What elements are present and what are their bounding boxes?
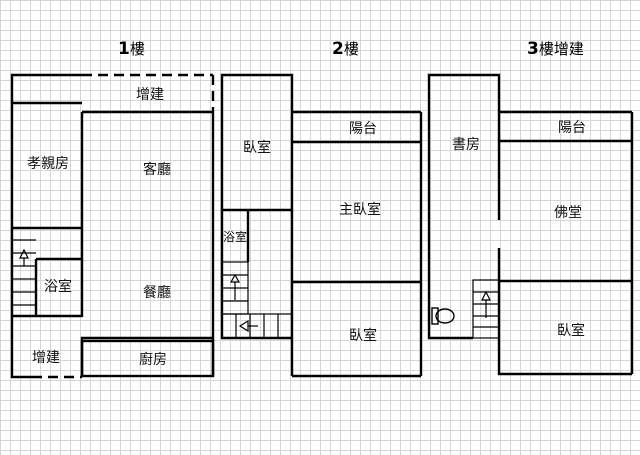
- floor-3-title: 3樓增建: [527, 39, 584, 59]
- room-label-balcony-3f: 陽台: [558, 120, 586, 136]
- floor-1-walls: [10, 73, 215, 379]
- room-label-extension-bottom: 增建: [32, 350, 60, 366]
- room-label-living-room: 客廳: [143, 161, 171, 178]
- room-label-buddha-hall: 佛堂: [554, 205, 582, 221]
- room-label-extension-top: 增建: [136, 87, 164, 103]
- floor-2-walls: [220, 73, 423, 378]
- room-label-bathroom-1f: 浴室: [44, 278, 72, 295]
- room-label-bedroom-bottom-2f: 臥室: [349, 327, 377, 344]
- room-label-bathroom-2f: 浴室: [223, 229, 247, 244]
- room-label-bedroom-3f: 臥室: [557, 322, 585, 339]
- room-label-balcony-2f: 陽台: [349, 121, 377, 137]
- floor-1-title: 1樓: [118, 39, 145, 59]
- floor-2-stairs: [221, 261, 293, 339]
- floor-2-title: 2樓: [332, 39, 359, 59]
- room-label-master-bedroom: 主臥室: [339, 201, 381, 218]
- room-label-study: 書房: [452, 137, 480, 153]
- floor-3-walls: [427, 73, 634, 376]
- room-label-bedroom-left-2f: 臥室: [243, 139, 271, 156]
- room-label-kitchen: 廚房: [139, 351, 167, 368]
- floor-1-extension-dashed: [32, 73, 215, 379]
- floor-1-stairs: [11, 228, 36, 316]
- room-label-dining-room: 餐廳: [143, 284, 171, 301]
- floor-3-stairs: [472, 279, 500, 339]
- room-label-parents-room: 孝親房: [27, 156, 69, 172]
- toilet-icon: [431, 307, 455, 325]
- floor-1-stair-arrow: [19, 248, 29, 266]
